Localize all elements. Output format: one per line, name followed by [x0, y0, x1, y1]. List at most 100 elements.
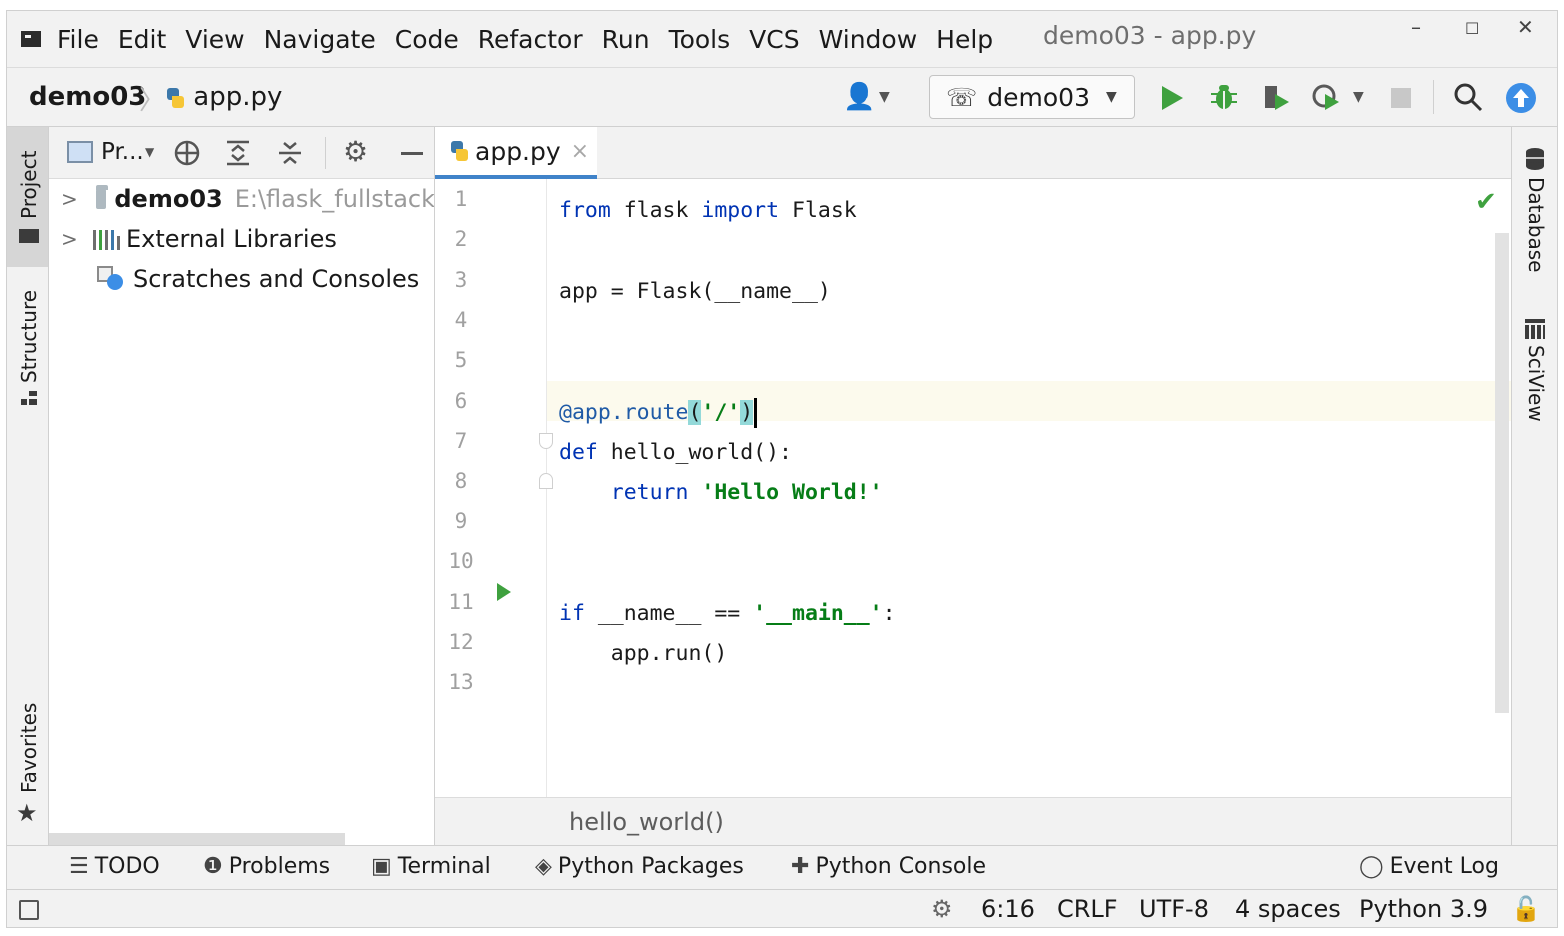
favorites-tool-label[interactable]: Favorites — [17, 702, 41, 793]
tree-item-scratches[interactable]: Scratches and Consoles — [49, 259, 434, 299]
fold-marker-icon[interactable] — [539, 433, 553, 449]
close-tab-icon[interactable]: × — [570, 138, 590, 164]
string-literal: '__main__' — [753, 601, 883, 626]
menu-vcs[interactable]: VCS — [749, 24, 800, 54]
fold-marker-icon[interactable] — [539, 473, 553, 489]
python-console-tool-button[interactable]: ✚Python Console — [791, 854, 986, 879]
project-horizontal-scrollbar[interactable] — [49, 833, 345, 845]
profile-icon[interactable] — [1311, 82, 1341, 112]
code-line-1[interactable]: from flask import Flask — [559, 191, 857, 231]
star-icon: ★ — [16, 799, 38, 827]
database-icon — [1526, 148, 1544, 170]
line-number: 5 — [454, 348, 468, 372]
scratches-icon — [97, 266, 125, 292]
breadcrumb-project[interactable]: demo03 — [29, 82, 147, 112]
project-view-icon — [67, 141, 93, 163]
phone-icon: ☏ — [946, 82, 978, 112]
menu-refactor[interactable]: Refactor — [477, 24, 583, 54]
status-bar: ⚙ 6:16 CRLF UTF-8 4 spaces Python 3.9 🔓 — [7, 889, 1557, 927]
editor-vertical-scrollbar[interactable] — [1495, 233, 1509, 713]
todo-tool-button[interactable]: ☰TODO — [69, 854, 160, 879]
editor-breadcrumb[interactable]: hello_world() — [569, 808, 724, 836]
menu-run[interactable]: Run — [601, 24, 650, 54]
line-separator[interactable]: CRLF — [1057, 895, 1118, 923]
chevron-down-icon[interactable]: ▼ — [879, 89, 890, 105]
debug-icon[interactable] — [1209, 82, 1239, 112]
chevron-down-icon[interactable]: ▼ — [145, 145, 155, 159]
line-number: 11 — [448, 590, 474, 614]
event-log-tool-button[interactable]: ◯Event Log — [1359, 854, 1499, 879]
code-line-3[interactable]: app = Flask(__name__) — [559, 279, 831, 304]
sciview-tool-label[interactable]: SciView — [1524, 345, 1548, 422]
tree-item-demo03[interactable]: > demo03 E:\flask_fullstack — [49, 179, 434, 219]
maximize-button[interactable]: ☐ — [1465, 19, 1480, 38]
indent-settings[interactable]: 4 spaces — [1235, 895, 1341, 923]
locate-icon[interactable] — [173, 139, 201, 167]
background-tasks-icon[interactable]: ⚙ — [931, 895, 953, 923]
check-icon[interactable]: ✔ — [1475, 187, 1497, 217]
run-icon[interactable] — [1159, 84, 1185, 112]
gear-icon[interactable]: ⚙ — [343, 135, 369, 168]
code-line-6[interactable]: @app.route('/') — [559, 393, 758, 433]
update-icon[interactable] — [1505, 82, 1537, 114]
menu-file[interactable]: File — [57, 24, 99, 54]
warning-icon: ❶ — [203, 854, 223, 879]
line-number: 4 — [454, 308, 468, 332]
code-token: flask — [610, 198, 702, 223]
menu-help[interactable]: Help — [936, 24, 994, 54]
python-interpreter[interactable]: Python 3.9 — [1359, 895, 1488, 923]
toggle-tool-windows-icon[interactable] — [19, 900, 39, 920]
code-line-11[interactable]: if __name__ == '__main__': — [559, 594, 896, 634]
keyword: from — [559, 198, 611, 223]
breadcrumb-file[interactable]: app.py — [165, 82, 282, 112]
matched-brace: ( — [688, 400, 702, 425]
app-icon — [21, 31, 41, 47]
project-view-select[interactable]: Pr... — [101, 139, 144, 165]
menu-tools[interactable]: Tools — [668, 24, 731, 54]
expand-all-icon[interactable] — [225, 139, 251, 167]
line-number: 8 — [454, 469, 468, 493]
structure-tool-label[interactable]: Structure — [17, 289, 41, 383]
menu-code[interactable]: Code — [394, 24, 459, 54]
menu-edit[interactable]: Edit — [117, 24, 167, 54]
lock-icon[interactable]: 🔓 — [1511, 895, 1541, 923]
project-tool-label[interactable]: Project — [17, 150, 41, 219]
project-tool-button[interactable] — [7, 127, 48, 267]
code-line-12[interactable]: app.run() — [559, 641, 728, 666]
python-packages-tool-button[interactable]: ◈Python Packages — [535, 854, 744, 879]
run-gutter-icon[interactable] — [497, 583, 511, 601]
breadcrumb-file-label: app.py — [193, 82, 283, 112]
sciview-icon — [1525, 319, 1545, 339]
chevron-right-icon[interactable]: > — [61, 227, 78, 251]
user-icon[interactable]: 👤 — [843, 82, 876, 112]
code-line-7[interactable]: def hello_world(): — [559, 433, 792, 473]
database-tool-label[interactable]: Database — [1524, 177, 1548, 273]
run-configuration-select[interactable]: ☏ demo03 ▼ — [929, 75, 1135, 119]
close-button[interactable]: ✕ — [1517, 15, 1534, 39]
chevron-right-icon[interactable]: > — [61, 187, 78, 211]
code-token: __name__ == — [584, 601, 754, 626]
stop-icon[interactable] — [1391, 88, 1411, 108]
tab-app-py[interactable]: app.py × — [435, 127, 597, 179]
minimize-button[interactable]: – — [1411, 15, 1421, 39]
menu-view[interactable]: View — [185, 24, 245, 54]
chevron-down-icon[interactable]: ▼ — [1353, 89, 1364, 105]
tool-button-label: Problems — [228, 854, 331, 879]
menu-window[interactable]: Window — [818, 24, 918, 54]
caret-position[interactable]: 6:16 — [981, 895, 1035, 923]
code-line-8[interactable]: return 'Hello World!' — [559, 473, 883, 513]
collapse-all-icon[interactable] — [277, 139, 303, 167]
hide-panel-icon[interactable] — [401, 152, 423, 155]
search-icon[interactable] — [1453, 82, 1483, 112]
tree-item-external-libraries[interactable]: > External Libraries — [49, 219, 434, 259]
file-encoding[interactable]: UTF-8 — [1139, 895, 1209, 923]
terminal-tool-button[interactable]: ▣Terminal — [371, 854, 491, 879]
project-panel-header: Pr... ▼ ⚙ — [49, 127, 434, 179]
menu-navigate[interactable]: Navigate — [263, 24, 376, 54]
run-configuration-label: demo03 — [987, 82, 1090, 112]
chevron-down-icon: ▼ — [1105, 89, 1117, 105]
toolbar-divider — [1433, 80, 1434, 114]
left-tool-strip: Project Structure Favorites ★ — [7, 127, 49, 845]
coverage-icon[interactable] — [1261, 82, 1291, 112]
